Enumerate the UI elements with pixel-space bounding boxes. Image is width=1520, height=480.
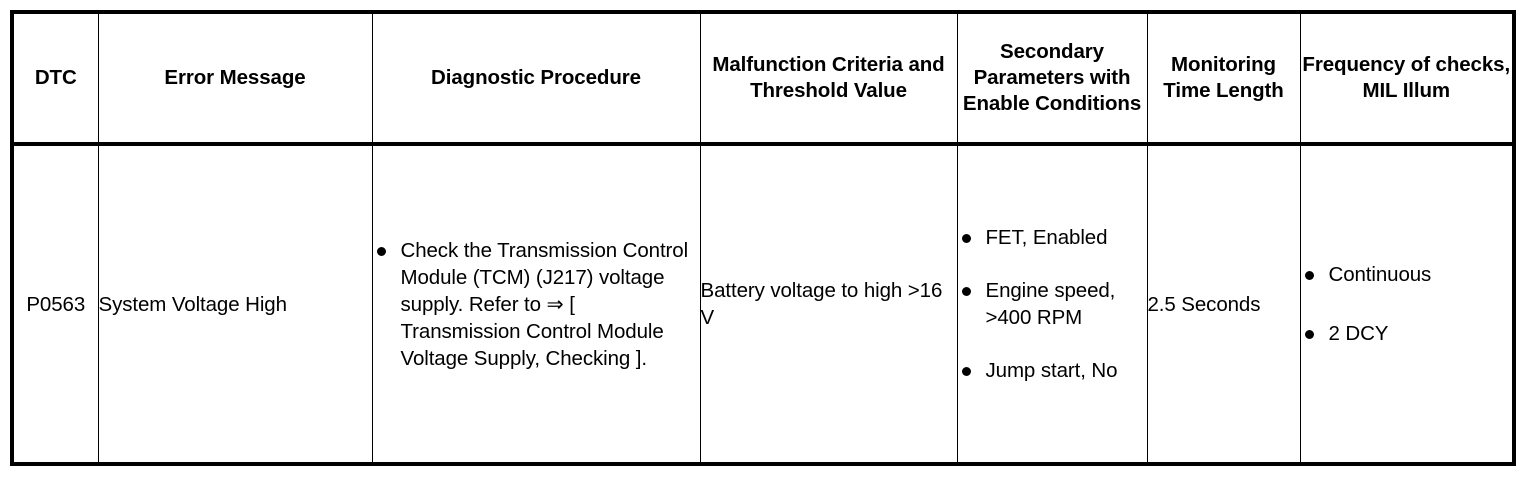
list-item: Continuous <box>1301 261 1513 288</box>
cell-dtc: P0563 <box>11 143 99 465</box>
header-row: DTC Error Message Diagnostic Procedure M… <box>11 11 1515 145</box>
column-header-secondary-parameters: Secondary Parameters with Enable Conditi… <box>956 11 1148 145</box>
diagnostic-procedure-list: Check the Transmission Control Module (T… <box>373 237 700 372</box>
table-body: P0563 System Voltage High Check the Tran… <box>11 143 1515 465</box>
list-item: FET, Enabled <box>958 224 1147 251</box>
column-header-frequency-of-checks: Frequency of checks, MIL Illum <box>1299 11 1515 145</box>
table-row: P0563 System Voltage High Check the Tran… <box>11 143 1515 465</box>
frequency-of-checks-list: Continuous 2 DCY <box>1301 261 1513 347</box>
cell-malfunction-criteria: Battery voltage to high >16 V <box>699 143 958 465</box>
table-header: DTC Error Message Diagnostic Procedure M… <box>11 11 1515 145</box>
cell-frequency-of-checks: Continuous 2 DCY <box>1299 143 1515 465</box>
column-header-monitoring-time-length: Monitoring Time Length <box>1146 11 1301 145</box>
list-item: Check the Transmission Control Module (T… <box>373 237 700 372</box>
column-header-dtc: DTC <box>11 11 99 145</box>
cell-error-message: System Voltage High <box>97 143 373 465</box>
column-header-malfunction-criteria: Malfunction Criteria and Threshold Value <box>699 11 958 145</box>
column-header-error-message: Error Message <box>97 11 373 145</box>
column-header-diagnostic-procedure: Diagnostic Procedure <box>371 11 701 145</box>
list-item: 2 DCY <box>1301 320 1513 347</box>
list-item: Engine speed, >400 RPM <box>958 277 1147 331</box>
list-item: Jump start, No <box>958 357 1147 384</box>
cell-diagnostic-procedure: Check the Transmission Control Module (T… <box>371 143 701 465</box>
cell-monitoring-time-length: 2.5 Seconds <box>1146 143 1301 465</box>
dtc-diagnostics-table: DTC Error Message Diagnostic Procedure M… <box>10 10 1516 466</box>
